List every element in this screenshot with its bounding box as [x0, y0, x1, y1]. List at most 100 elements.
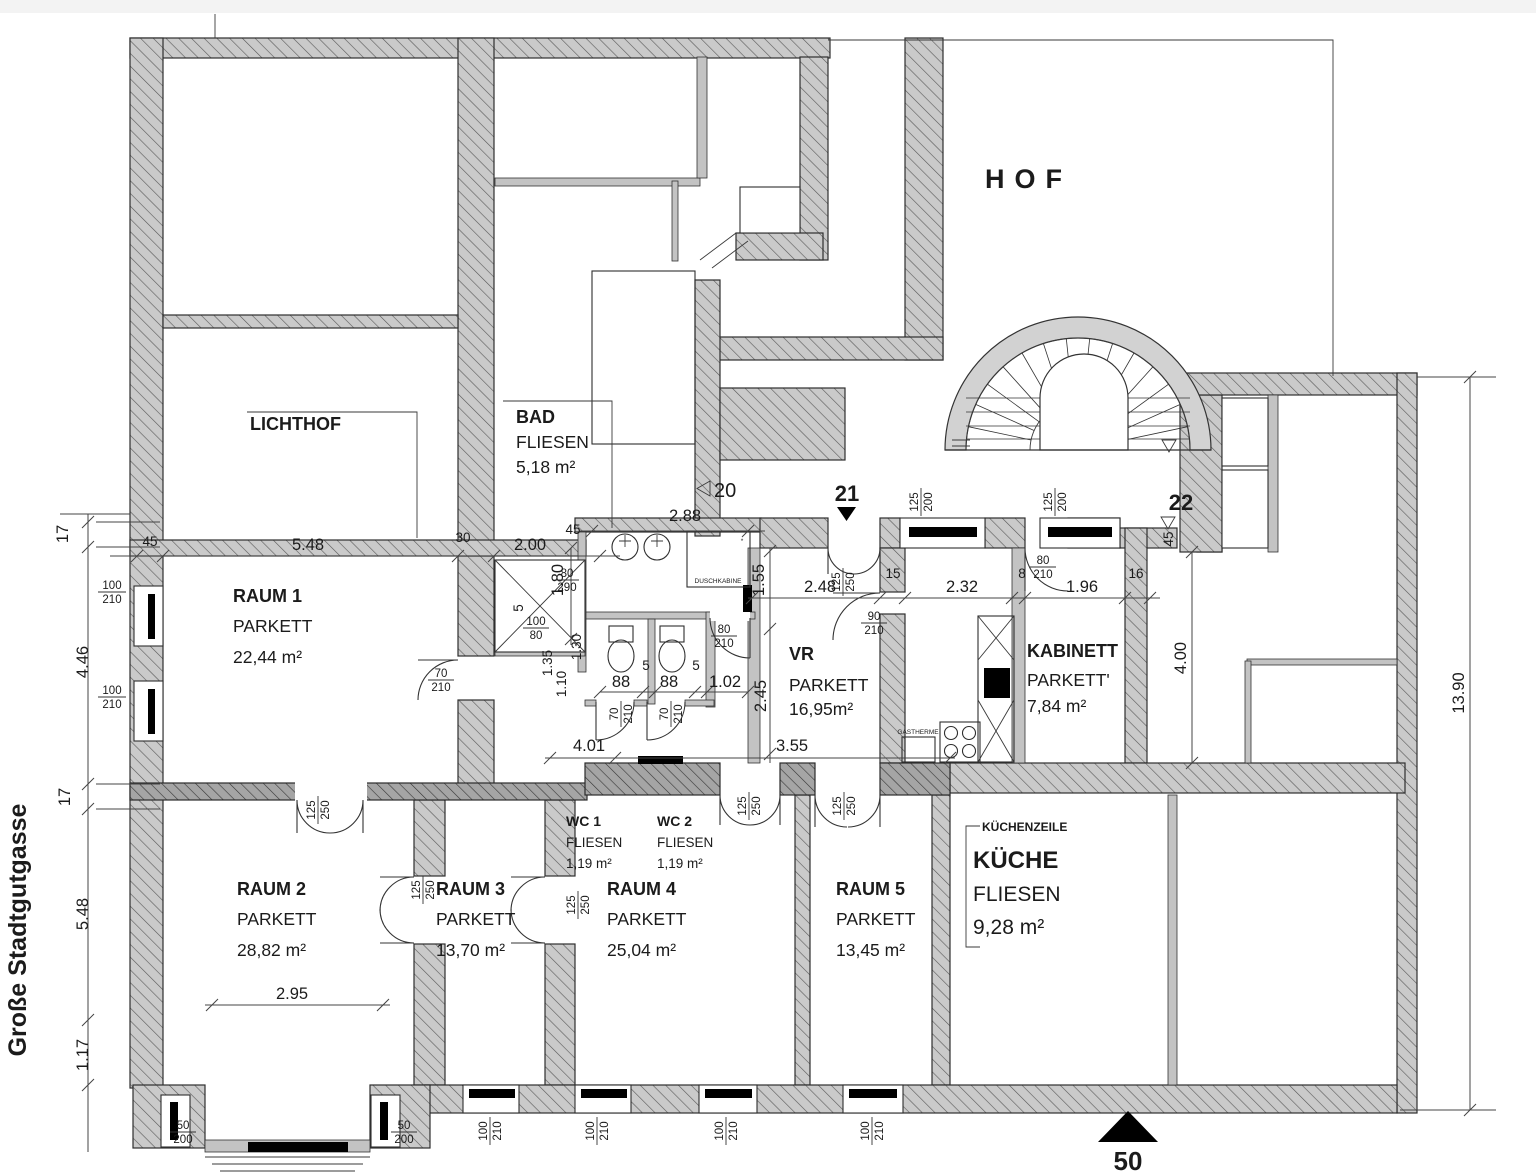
lichthof-leader: [247, 411, 418, 538]
threshold-bar: [638, 756, 683, 764]
svg-text:22,44 m²: 22,44 m²: [233, 647, 302, 667]
dim-mid-row: [745, 591, 1160, 605]
svg-text:VR: VR: [789, 644, 814, 664]
marker-50: 50: [1098, 1111, 1158, 1176]
window-top-2: [1039, 517, 1121, 549]
label-wc1: WC 1 FLIESEN 1,19 m²: [566, 813, 622, 871]
svg-text:125: 125: [411, 880, 423, 899]
svg-text:2.95: 2.95: [276, 985, 308, 1003]
svg-text:17: 17: [56, 788, 74, 806]
door-raum1: [417, 659, 459, 701]
svg-text:16,95m²: 16,95m²: [789, 699, 853, 719]
door-opening-bad: [710, 610, 750, 621]
dim-288: [580, 524, 765, 538]
gas-boiler: GASTHERME: [897, 729, 939, 763]
svg-text:13,70 m²: 13,70 m²: [436, 940, 505, 960]
dim-401-355: [543, 751, 957, 765]
wall-hof-west: [904, 37, 944, 361]
window-bottom-raum5: [842, 1084, 904, 1114]
svg-text:80: 80: [1037, 555, 1050, 567]
svg-text:1.10: 1.10: [554, 671, 569, 697]
svg-text:KABINETT: KABINETT: [1027, 641, 1118, 661]
entrance-markers: 20 21 22 50: [696, 480, 1193, 1176]
stair-arch-landing: [1039, 353, 1129, 451]
label-lichthof: LICHTHOF: [250, 414, 341, 434]
svg-text:125: 125: [832, 796, 844, 815]
corridor-wall-east: [949, 762, 1406, 794]
svg-text:2.00: 2.00: [514, 536, 546, 554]
svg-text:125: 125: [306, 800, 318, 819]
bad-leader: [503, 400, 613, 528]
svg-text:100: 100: [478, 1121, 490, 1140]
window-bottom-raum3: [462, 1084, 520, 1114]
niche-2: [1221, 469, 1269, 549]
svg-text:FLIESEN: FLIESEN: [516, 432, 589, 452]
dim-1390: [1400, 370, 1496, 1117]
label-wc2: WC 2 FLIESEN 1,19 m²: [657, 813, 713, 871]
svg-text:100: 100: [714, 1121, 726, 1140]
splay-passage-lines: [699, 232, 749, 269]
label-bad: BAD FLIESEN 5,18 m²: [516, 407, 589, 477]
sink-2: [643, 533, 671, 561]
svg-text:RAUM 2: RAUM 2: [237, 879, 306, 899]
staircase: [944, 316, 1212, 453]
svg-text:210: 210: [864, 625, 883, 637]
marker-21: 21: [835, 481, 859, 521]
label-raum2: RAUM 2 PARKETT 28,82 m²: [237, 879, 317, 960]
triangle-50-icon: [1098, 1111, 1158, 1142]
svg-text:2.32: 2.32: [946, 578, 978, 596]
svg-text:210: 210: [492, 1121, 504, 1140]
fixtures: DUSCHKABINE * GASTHERME: [607, 530, 1015, 763]
svg-text:100: 100: [102, 685, 121, 697]
stair-direction-tick: [1161, 439, 1177, 453]
window-top-1: [899, 517, 986, 549]
svg-text:PARKETT': PARKETT': [1027, 670, 1110, 690]
toilet-wc1: [607, 625, 635, 673]
dim-548-top: 5.48: [292, 536, 324, 554]
svg-text:RAUM 4: RAUM 4: [607, 879, 676, 899]
svg-text:WC 2: WC 2: [657, 813, 692, 829]
marker-20: 20: [696, 480, 736, 502]
svg-text:2.88: 2.88: [669, 507, 701, 525]
shower-label: DUSCHKABINE: [695, 578, 743, 585]
triangle-20-icon: [696, 480, 711, 497]
svg-text:15: 15: [885, 566, 900, 581]
shaft-outline: [591, 270, 696, 445]
svg-text:210: 210: [102, 594, 121, 606]
svg-text:200: 200: [394, 1134, 413, 1146]
svg-text:250: 250: [751, 796, 763, 815]
door-vr: [832, 592, 881, 641]
svg-text:4.00: 4.00: [1172, 642, 1190, 674]
svg-text:3.55: 3.55: [776, 737, 808, 755]
svg-text:250: 250: [580, 895, 592, 914]
svg-text:210: 210: [599, 1121, 611, 1140]
marker-22: 22: [1160, 490, 1193, 530]
svg-text:200: 200: [173, 1134, 192, 1146]
svg-text:PARKETT: PARKETT: [237, 909, 317, 929]
svg-text:1,19 m²: 1,19 m²: [657, 856, 703, 871]
svg-text:50: 50: [177, 1120, 190, 1132]
door-raum3-raum4: [510, 876, 546, 944]
wall-right: [1396, 372, 1418, 1114]
dimension-labels: 5.48 2.00 2.88 2.48 2.32 1.96 45 30 45 1…: [54, 507, 1468, 1071]
svg-text:FLIESEN: FLIESEN: [657, 835, 713, 850]
svg-text:250: 250: [320, 800, 332, 819]
svg-text:FLIESEN: FLIESEN: [973, 883, 1061, 906]
svg-text:RAUM 1: RAUM 1: [233, 586, 302, 606]
svg-text:5,18 m²: 5,18 m²: [516, 457, 575, 477]
svg-text:210: 210: [1033, 569, 1052, 581]
label-kabinett: KABINETT PARKETT' 7,84 m²: [1027, 641, 1118, 716]
dim-180: [564, 541, 578, 646]
svg-text:100: 100: [860, 1121, 872, 1140]
svg-text:210: 210: [673, 704, 685, 723]
kitchen-counter: [977, 615, 1015, 763]
dim-295: [205, 998, 390, 1012]
dim-left: [60, 513, 160, 1152]
door-raum2-double: [296, 799, 364, 834]
door-wc2: [646, 701, 686, 741]
leader-lines: [214, 14, 1334, 948]
svg-text:210: 210: [714, 638, 733, 650]
